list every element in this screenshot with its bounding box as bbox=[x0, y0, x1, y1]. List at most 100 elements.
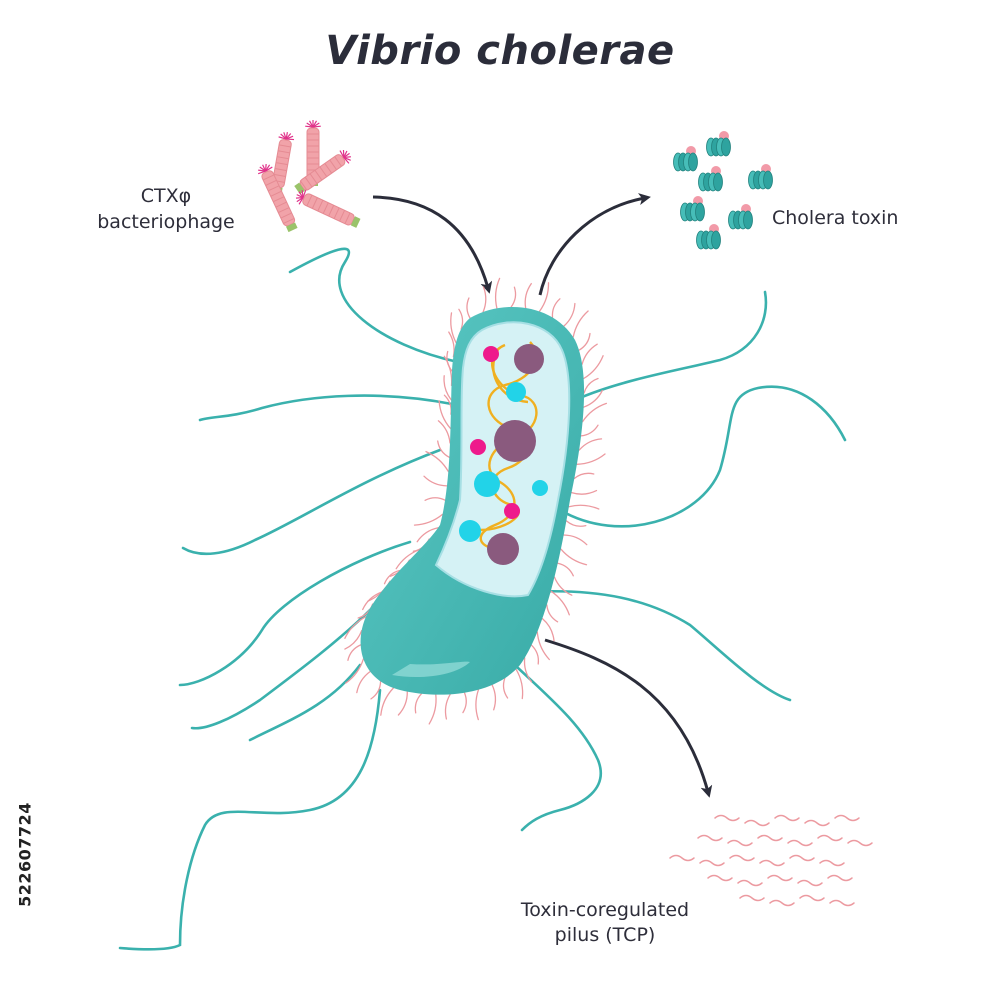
tcp-filament bbox=[847, 839, 873, 847]
diagram-title: Vibrio cholerae bbox=[325, 28, 675, 74]
tcp-filament bbox=[727, 839, 753, 847]
tcp-filament bbox=[744, 819, 770, 827]
phage-entry-arrow bbox=[372, 195, 493, 294]
pilus bbox=[576, 453, 606, 465]
pili bbox=[344, 277, 608, 725]
pilus bbox=[536, 631, 550, 661]
ctx-bacteriophages bbox=[257, 120, 361, 233]
pilus bbox=[530, 644, 540, 665]
tcp-filament bbox=[739, 894, 765, 902]
tcp-filament bbox=[829, 899, 855, 907]
toxin-molecule bbox=[728, 204, 753, 230]
pilus bbox=[458, 308, 464, 330]
pilus bbox=[383, 569, 401, 585]
toxin-molecule bbox=[748, 164, 773, 190]
tcp-filament bbox=[834, 814, 860, 822]
flagellum bbox=[248, 663, 362, 742]
pilus bbox=[581, 343, 598, 365]
granule-purple bbox=[487, 533, 519, 565]
pilus bbox=[344, 629, 363, 650]
pilus bbox=[437, 420, 451, 444]
tcp-filament bbox=[707, 874, 733, 882]
pilus bbox=[546, 604, 559, 623]
pilus bbox=[565, 520, 587, 527]
pilus bbox=[573, 472, 595, 480]
bacterium-cell bbox=[360, 306, 585, 695]
pilus bbox=[553, 576, 573, 596]
toxin-molecule bbox=[696, 224, 721, 250]
flagellum bbox=[118, 688, 382, 951]
phage bbox=[294, 149, 351, 195]
granule-cyan bbox=[459, 520, 481, 542]
tcp-filament bbox=[804, 819, 830, 827]
pilus bbox=[475, 688, 480, 721]
pilus bbox=[444, 693, 451, 720]
pilus bbox=[345, 658, 365, 684]
pilus bbox=[578, 332, 591, 351]
pilus bbox=[494, 277, 501, 309]
tcp-filament bbox=[817, 834, 843, 842]
pilus bbox=[578, 438, 603, 451]
pilus bbox=[416, 527, 439, 543]
flagellum bbox=[288, 247, 460, 364]
stock-id: 522607724 bbox=[15, 802, 35, 907]
pilus bbox=[502, 677, 509, 699]
tcp-filament bbox=[767, 874, 793, 882]
flagella bbox=[118, 247, 847, 951]
pilus bbox=[356, 670, 371, 694]
pilus bbox=[551, 298, 561, 319]
pilus bbox=[557, 562, 574, 577]
pilus bbox=[583, 377, 599, 394]
tcp-filament bbox=[759, 859, 785, 867]
tcp-filaments bbox=[669, 814, 873, 907]
tcp-filament bbox=[774, 814, 800, 822]
tcp-filament bbox=[789, 854, 815, 862]
process-arrows bbox=[372, 193, 713, 798]
pilus bbox=[583, 355, 604, 380]
granule-purple bbox=[514, 344, 544, 374]
pilus bbox=[397, 690, 408, 716]
phage bbox=[257, 163, 298, 233]
tcp-filament bbox=[757, 834, 783, 842]
pilus bbox=[570, 489, 598, 495]
pilus bbox=[466, 297, 471, 319]
phage-label-line1: CTXφ bbox=[140, 185, 192, 207]
pilus bbox=[362, 591, 382, 611]
granule-purple bbox=[494, 420, 536, 462]
flagellum bbox=[181, 448, 442, 556]
pilus bbox=[491, 684, 497, 711]
flagellum bbox=[190, 606, 374, 730]
flagellum bbox=[558, 385, 847, 528]
tcp-filament bbox=[797, 879, 823, 887]
phage-label: CTXφ bacteriophage bbox=[60, 183, 272, 235]
pilus bbox=[425, 450, 450, 473]
pilus bbox=[510, 286, 517, 308]
pilus bbox=[541, 617, 555, 642]
pilus bbox=[538, 282, 550, 313]
tcp-filament bbox=[737, 879, 763, 887]
tcp-filament bbox=[729, 854, 755, 862]
pilus bbox=[523, 657, 533, 683]
pilus bbox=[414, 693, 423, 714]
pilus bbox=[380, 687, 395, 716]
pilus bbox=[347, 644, 362, 661]
toxin-molecule bbox=[706, 131, 731, 157]
flagellum bbox=[525, 589, 792, 702]
tcp-filament bbox=[669, 854, 695, 862]
pilus bbox=[424, 497, 446, 501]
tcp-filament bbox=[699, 859, 725, 867]
pilus bbox=[524, 282, 532, 309]
pilus bbox=[370, 680, 382, 700]
tcp-filament bbox=[799, 894, 825, 902]
pilus bbox=[462, 692, 467, 714]
cell-highlight bbox=[392, 661, 470, 678]
pilus bbox=[582, 389, 603, 408]
tcp-label-line2: pilus (TCP) bbox=[554, 924, 656, 946]
pilus bbox=[446, 350, 453, 372]
pilus bbox=[563, 534, 588, 546]
toxin-molecule bbox=[673, 146, 698, 172]
tcp-arrow bbox=[544, 638, 713, 798]
flagellum bbox=[495, 646, 602, 832]
